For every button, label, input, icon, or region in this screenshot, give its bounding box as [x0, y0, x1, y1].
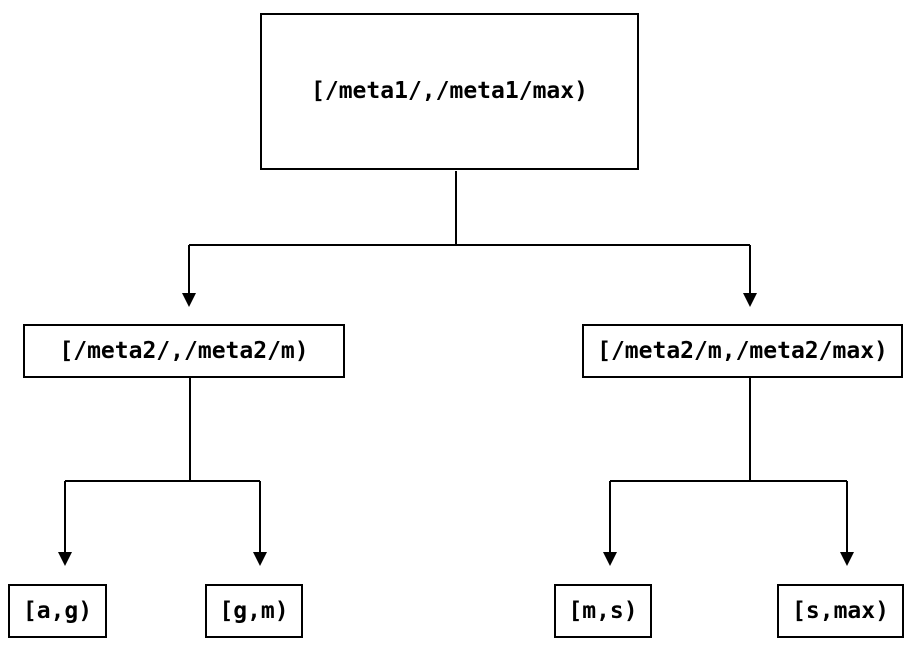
node-leaf-smax-label: [s,max) — [792, 597, 889, 624]
arrowhead-icon — [743, 293, 757, 307]
node-leaf-gm: [g,m) — [205, 584, 303, 638]
node-root-label: [/meta1/,/meta1/max) — [311, 78, 588, 104]
node-leaf-ag: [a,g) — [8, 584, 107, 638]
node-leaf-smax: [s,max) — [777, 584, 904, 638]
node-root: [/meta1/,/meta1/max) — [260, 13, 639, 170]
edge-root-children — [182, 171, 757, 307]
arrowhead-icon — [253, 552, 267, 566]
arrowhead-icon — [840, 552, 854, 566]
node-leaf-ms-label: [m,s) — [568, 597, 638, 624]
node-leaf-ms: [m,s) — [554, 584, 652, 638]
node-meta2-high-label: [/meta2/m,/meta2/max) — [597, 337, 888, 364]
edge-meta2-high-stem — [609, 378, 848, 552]
arrowhead-icon — [182, 293, 196, 307]
edge-meta2-low-children — [58, 378, 267, 566]
arrowhead-icon — [603, 552, 617, 566]
node-meta2-high: [/meta2/m,/meta2/max) — [582, 324, 903, 378]
edge-meta2-low-stem — [64, 378, 261, 552]
arrowhead-icon — [58, 552, 72, 566]
edge-meta2-high-children — [603, 378, 854, 566]
node-leaf-ag-label: [a,g) — [22, 597, 93, 624]
node-leaf-gm-label: [g,m) — [219, 597, 289, 624]
edge-root-stem — [188, 171, 751, 293]
node-meta2-low: [/meta2/,/meta2/m) — [23, 324, 345, 378]
node-meta2-low-label: [/meta2/,/meta2/m) — [59, 337, 309, 364]
